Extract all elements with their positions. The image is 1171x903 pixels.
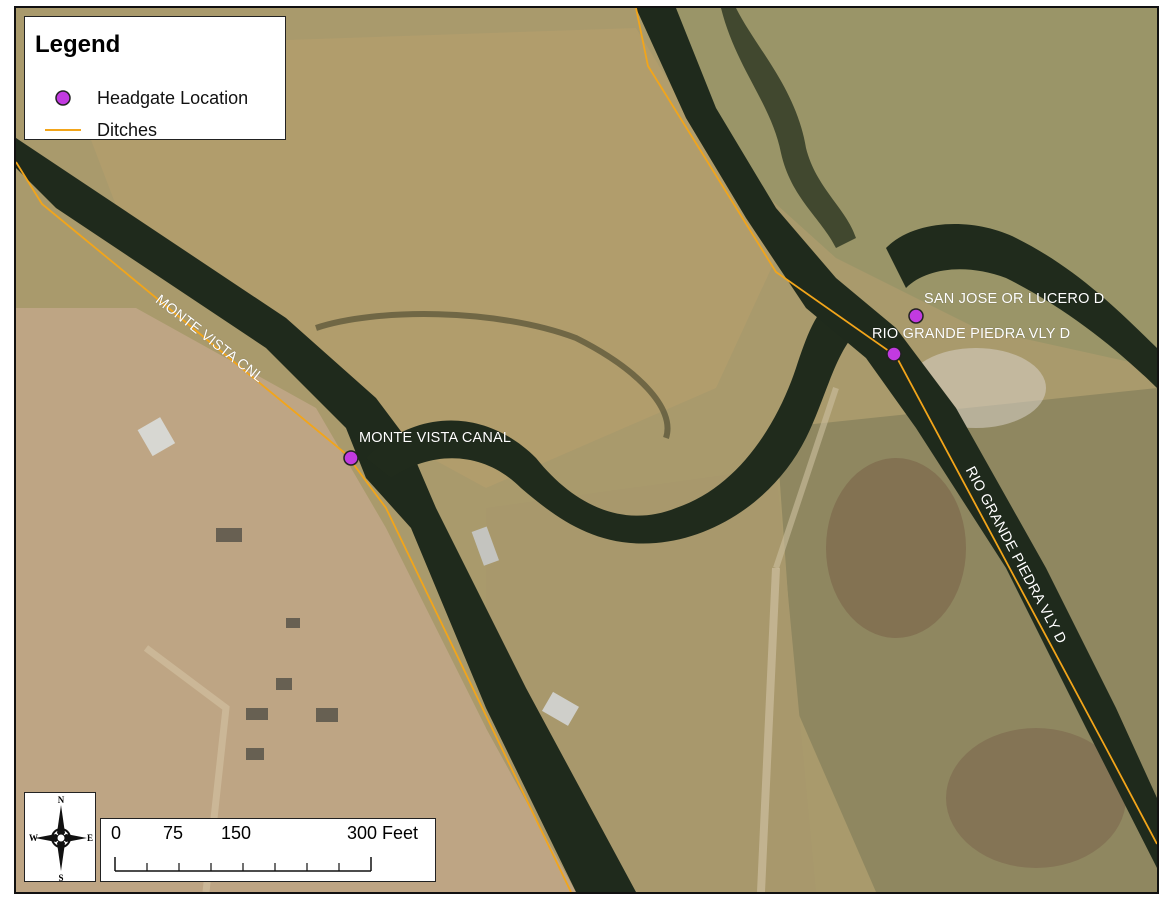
scale-tick-300: 300 Feet	[347, 823, 419, 843]
compass-rose-icon: N S W E	[29, 795, 93, 883]
label-monte-vista-canal: MONTE VISTA CANAL	[359, 430, 512, 446]
headgate-symbol-icon	[55, 90, 71, 106]
headgate-monte-vista-canal[interactable]	[343, 450, 359, 466]
legend-title: Legend	[35, 31, 121, 58]
headgate-san-jose-or-lucero[interactable]	[908, 308, 924, 324]
label-rio-grande-piedra-vly-headgate: RIO GRANDE PIEDRA VLY D	[872, 326, 1071, 342]
scale-bar: 0 75 150 300 Feet	[100, 818, 436, 882]
compass-n: N	[58, 795, 65, 805]
map-legend: Legend Headgate Location Ditches	[24, 16, 286, 140]
scale-bar-graphic	[114, 857, 372, 872]
compass-s: S	[58, 873, 63, 883]
aerial-imagery	[16, 8, 1157, 892]
scale-tick-150: 150	[221, 823, 252, 843]
compass-e: E	[87, 833, 93, 843]
map-frame: MONTE VISTA CANAL SAN JOSE OR LUCERO D R…	[14, 6, 1159, 894]
ditch-line-icon	[45, 129, 81, 131]
label-san-jose-or-lucero: SAN JOSE OR LUCERO D	[924, 291, 1105, 307]
legend-item-ditches: Ditches	[25, 117, 285, 143]
scale-tick-75: 75	[163, 823, 184, 843]
legend-label-headgate: Headgate Location	[97, 88, 249, 108]
compass-w: W	[29, 833, 38, 843]
legend-label-ditches: Ditches	[97, 120, 158, 140]
scale-tick-0: 0	[111, 823, 122, 843]
north-arrow: N S W E	[24, 792, 96, 883]
headgate-rio-grande-piedra-vly[interactable]	[886, 346, 902, 362]
legend-item-headgate: Headgate Location	[25, 85, 285, 111]
